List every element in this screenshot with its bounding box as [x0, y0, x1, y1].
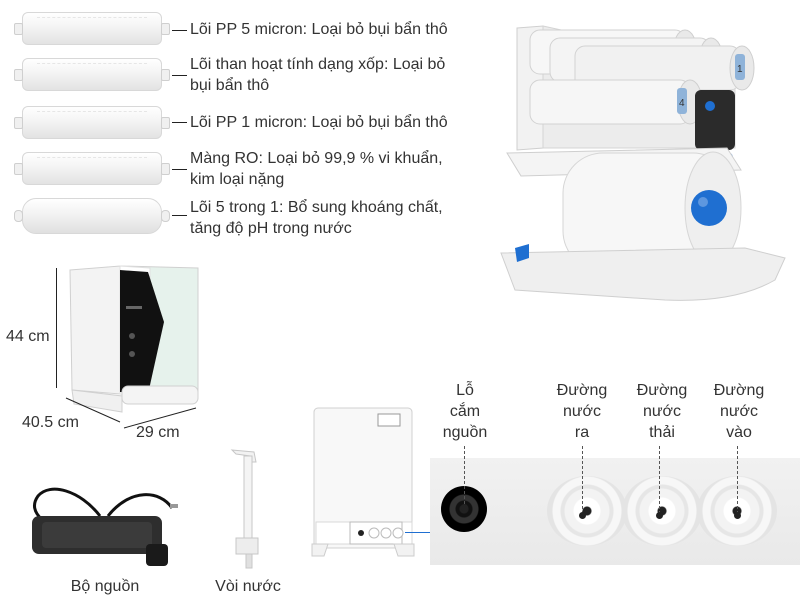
purifier-back-illustration [311, 407, 415, 557]
waste-water-port [622, 476, 702, 546]
water-inlet-pointer [737, 446, 738, 514]
leader-line [172, 169, 187, 170]
height-dimension-line [56, 268, 57, 388]
stage-number-4: 4 [679, 98, 685, 109]
water-outlet-port [547, 476, 627, 546]
filter-label-2: Lõi than hoạt tính dạng xốp: Loại bỏ bụi… [190, 56, 446, 94]
leader-line [172, 215, 187, 216]
power-socket-pointer [464, 446, 465, 504]
panel-pointer-line [405, 532, 431, 533]
width-dimension: 29 cm [136, 424, 180, 441]
power-adapter-illustration [32, 487, 178, 566]
leader-line [172, 122, 187, 123]
filter-cartridge-2 [14, 58, 170, 91]
leader-line [172, 75, 187, 76]
water-inlet-label: Đường nước vào [713, 382, 765, 441]
waste-water-pointer [659, 446, 660, 514]
power-socket-pointer-dot [461, 504, 468, 511]
power-socket-label: Lỗ cắm nguồn [442, 382, 488, 441]
filter-label-5: Lõi 5 trong 1: Bổ sung khoáng chất, tăng… [190, 199, 443, 237]
filter-label-4: Màng RO: Loại bỏ 99,9 % vi khuẩn, kim lo… [190, 150, 443, 188]
water-inlet-pointer-dot [734, 512, 741, 519]
stage-number-1: 1 [737, 64, 743, 75]
filter-cartridge-1 [14, 12, 170, 45]
water-outlet-label: Đường nước ra [556, 382, 608, 441]
filter-cartridge-4 [14, 152, 170, 185]
depth-dimension: 40.5 cm [22, 414, 79, 431]
water-outlet-pointer [582, 446, 583, 514]
power-adapter-label: Bộ nguồn [70, 578, 140, 595]
waste-water-label: Đường nước thải [636, 382, 688, 441]
water-outlet-pointer-dot [579, 512, 586, 519]
waste-water-pointer-dot [656, 512, 663, 519]
leader-line [172, 30, 187, 31]
ro-system-illustration: 3 2 1 4 [500, 25, 786, 301]
filter-label-1: Lõi PP 5 micron: Loại bỏ bụi bẩn thô [190, 21, 448, 38]
height-dimension: 44 cm [6, 328, 50, 345]
faucet-illustration [230, 449, 259, 569]
purifier-cabinet-illustration [69, 265, 199, 413]
depth-dimension-line [65, 397, 121, 423]
filter-cartridge-3 [14, 106, 170, 139]
width-dimension-line [123, 407, 197, 429]
filter-label-3: Lõi PP 1 micron: Loại bỏ bụi bẩn thô [190, 114, 448, 131]
filter-cartridge-5 [14, 198, 170, 234]
faucet-label: Vòi nước [215, 578, 281, 595]
